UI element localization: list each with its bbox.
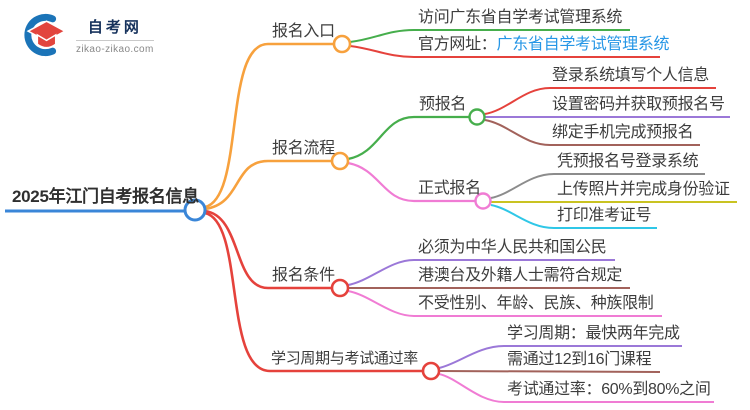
pre-node-handle: [468, 108, 486, 126]
leaf-set-password: 设置密码并获取预报名号: [552, 96, 725, 113]
leaf-citizen-required: 必须为中华人民共和国公民: [418, 239, 607, 256]
conditions-node-handle: [330, 278, 350, 298]
edge-pre-step-bind-phone: [484, 119, 700, 146]
leaf-official-site: 官方网址：广东省自学考试管理系统: [418, 35, 670, 55]
leaf-login-fill-info: 登录系统填写个人信息: [552, 67, 710, 84]
edge-root-to-entry: [204, 42, 334, 209]
logo-site-name: 自考网: [76, 16, 154, 41]
leaf-print-admission-no: 打印准考证号: [557, 207, 652, 224]
edge-formal-step-print: [490, 204, 657, 229]
node-process: 报名流程: [272, 140, 335, 157]
leaf-login-with-pre-id: 凭预报名号登录系统: [557, 153, 699, 170]
root-node-handle: [183, 198, 207, 222]
entry-node-handle: [332, 34, 352, 54]
node-formal-registration: 正式报名: [418, 180, 481, 197]
edge-cycle-courses: [438, 370, 661, 373]
edge-cycle-pass-rate: [438, 373, 714, 403]
edge-entry-to-visit: [349, 29, 630, 43]
official-site-link[interactable]: 广东省自学考试管理系统: [496, 36, 670, 53]
edge-conditions-no-restriction: [347, 290, 662, 317]
site-logo: 自考网 zikao-zikao.com: [22, 12, 154, 58]
leaf-no-restriction: 不受性别、年龄、民族、种族限制: [418, 295, 654, 312]
edge-process-to-formal: [347, 161, 475, 203]
logo-site-domain: zikao-zikao.com: [76, 43, 154, 55]
edge-root-to-process: [204, 159, 332, 211]
edge-pre-step-login: [484, 87, 716, 115]
leaf-bind-phone: 绑定手机完成预报名: [552, 124, 694, 141]
graduation-cap-icon: [24, 13, 67, 57]
process-node-handle: [330, 151, 350, 171]
logo-text: 自考网 zikao-zikao.com: [76, 16, 154, 55]
edge-root-to-conditions: [204, 209, 332, 290]
node-study-cycle: 学习周期与考试通过率: [271, 350, 419, 367]
edge-process-to-pre: [347, 115, 469, 161]
node-root: 2025年江门自考报名信息: [12, 187, 199, 206]
edge-root-to-cycle: [204, 211, 423, 373]
edge-entry-to-official-site: [349, 45, 660, 58]
edge-cycle-period: [438, 345, 682, 369]
leaf-upload-photo: 上传照片并完成身份验证: [557, 181, 730, 198]
leaf-study-period: 学习周期：最快两年完成: [507, 325, 680, 342]
formal-node-handle: [474, 192, 492, 210]
edge-formal-step-login: [490, 173, 705, 199]
cycle-node-handle: [421, 361, 441, 381]
official-site-prefix: 官方网址：: [418, 36, 497, 53]
leaf-pass-rate: 考试通过率：60%到80%之间: [507, 381, 711, 398]
node-pre-registration: 预报名: [419, 96, 467, 113]
node-conditions: 报名条件: [272, 267, 335, 284]
node-entry: 报名入口: [272, 23, 335, 40]
leaf-visit-system: 访问广东省自学考试管理系统: [418, 9, 623, 26]
edge-conditions-citizen: [347, 259, 615, 286]
leaf-hk-macao-foreign: 港澳台及外籍人士需符合规定: [418, 267, 623, 284]
leaf-courses-count: 需通过12到16门课程: [507, 351, 652, 368]
